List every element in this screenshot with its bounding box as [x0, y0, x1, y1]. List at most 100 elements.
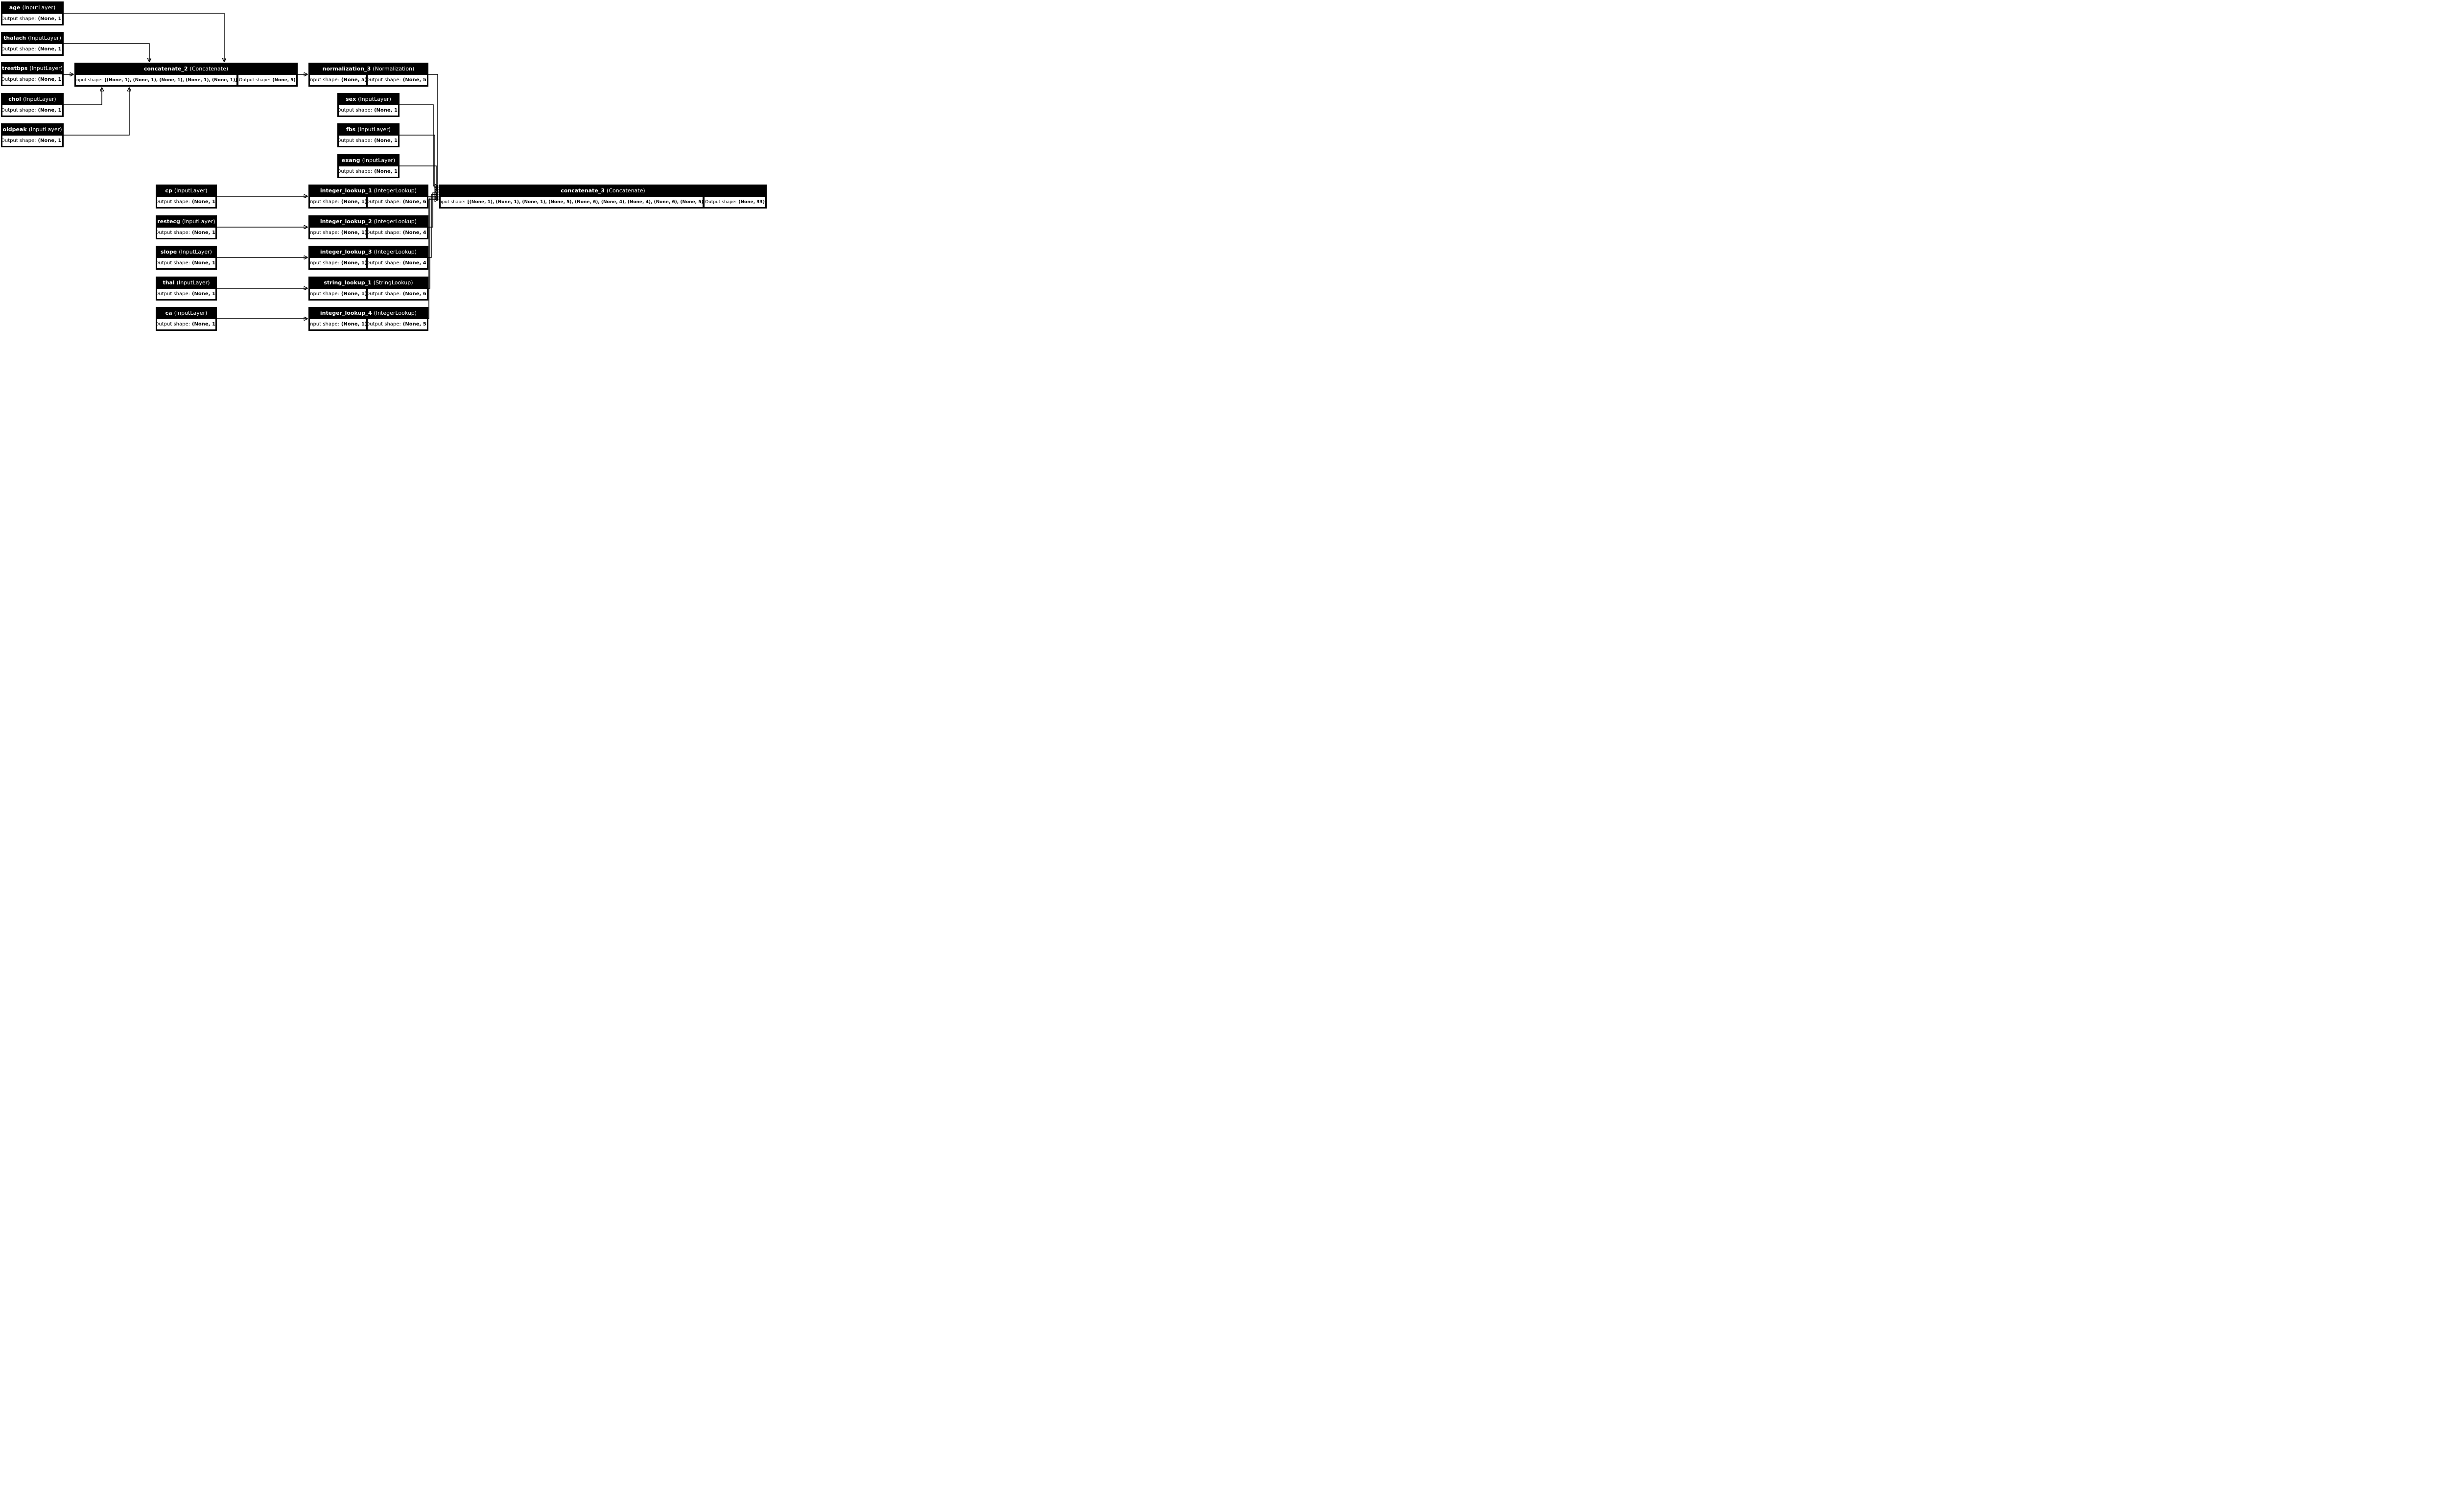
shape-label: Output shape:: [367, 322, 401, 327]
layer-type: (Normalization): [373, 65, 415, 72]
output-shape-cell: Output shape:(None, 4): [367, 257, 427, 269]
layer-type: (Concatenate): [607, 187, 645, 194]
node-integer_lookup_3: integer_lookup_3(IntegerLookup)Input sha…: [308, 246, 428, 270]
shape-value: (None, 5): [341, 77, 366, 83]
output-shape-cell: Output shape:(None, 1): [2, 74, 63, 85]
node-sex: sex(InputLayer) Output shape:(None, 1): [337, 93, 400, 117]
layer-title: oldpeak(InputLayer): [1, 123, 64, 135]
output-shape-cell: Output shape:(None, 1): [157, 257, 216, 269]
shape-label: Output shape:: [338, 108, 372, 113]
shape-row: Output shape:(None, 1): [157, 288, 216, 300]
layer-type: (InputLayer): [362, 157, 396, 163]
layer-name: concatenate_3: [561, 187, 605, 194]
shape-value: (None, 6): [402, 199, 427, 205]
shape-value: (None, 1): [191, 322, 216, 327]
layer-name: concatenate_2: [143, 65, 188, 72]
output-shape-cell: Output shape:(None, 1): [338, 135, 399, 146]
output-shape-cell: Output shape:(None, 33): [704, 196, 766, 208]
layer-title: concatenate_2(Concatenate): [74, 63, 298, 74]
shape-value: (None, 1): [374, 108, 399, 113]
layer-name: sex: [346, 95, 356, 102]
shape-value: (None, 1): [341, 230, 366, 235]
shape-value: (None, 1): [191, 199, 216, 205]
output-shape-cell: Output shape:(None, 1): [338, 105, 399, 116]
layer-name: integer_lookup_4: [320, 309, 372, 316]
input-shape-cell: Input shape:(None, 5): [309, 74, 366, 86]
node-string_lookup_1: string_lookup_1(StringLookup)Input shape…: [308, 277, 428, 301]
edge-chol-to-concatenate_2: [64, 88, 102, 105]
shape-value: (None, 1): [341, 199, 366, 205]
shape-row: Input shape:(None, 1)Output shape:(None,…: [309, 257, 427, 269]
output-shape-cell: Output shape:(None, 5): [367, 74, 427, 86]
shape-label: Input shape:: [309, 77, 339, 83]
layer-name: integer_lookup_2: [320, 218, 372, 225]
shape-value: (None, 1): [38, 77, 63, 82]
shape-row: Output shape:(None, 1): [338, 135, 399, 146]
layer-title: chol(InputLayer): [1, 93, 64, 105]
edge-thalach-to-concatenate_2: [64, 43, 149, 62]
layer-name: thalach: [3, 34, 26, 41]
shape-value: (None, 1): [38, 16, 63, 22]
shape-label: Output shape:: [157, 199, 190, 205]
shape-row: Input shape:[(None, 1), (None, 1), (None…: [75, 74, 297, 86]
layer-title: cp(InputLayer): [156, 185, 217, 196]
output-shape-cell: Output shape:(None, 1): [157, 196, 216, 208]
output-shape-cell: Output shape:(None, 1): [338, 166, 399, 177]
input-shape-cell: Input shape:(None, 1): [309, 319, 366, 330]
shape-value: (None, 1): [38, 108, 63, 113]
shape-value: [(None, 1), (None, 1), (None, 1), (None,…: [467, 199, 704, 205]
output-shape-cell: Output shape:(None, 6): [367, 196, 427, 208]
shape-label: Input shape:: [309, 230, 339, 235]
shape-value: (None, 6): [402, 291, 427, 297]
layer-type: (InputLayer): [179, 248, 212, 255]
shape-row: Output shape:(None, 1): [157, 319, 216, 330]
shape-row: Output shape:(None, 1): [338, 166, 399, 177]
layer-title: exang(InputLayer): [337, 154, 400, 166]
layer-title: string_lookup_1(StringLookup): [308, 277, 428, 288]
output-shape-cell: Output shape:(None, 1): [157, 227, 216, 238]
layer-name: oldpeak: [2, 126, 27, 133]
input-shape-cell: Input shape:[(None, 1), (None, 1), (None…: [440, 196, 704, 208]
shape-value: (None, 1): [374, 138, 399, 143]
shape-label: Output shape:: [338, 169, 372, 174]
layer-type: (InputLayer): [174, 187, 208, 194]
layer-type: (StringLookup): [373, 279, 413, 286]
layer-type: (InputLayer): [358, 95, 391, 102]
shape-label: Output shape:: [2, 16, 36, 22]
layer-name: restecg: [157, 218, 180, 225]
layer-title: normalization_3(Normalization): [308, 63, 428, 74]
shape-label: Output shape:: [157, 291, 190, 297]
layer-title: age(InputLayer): [1, 1, 64, 13]
shape-label: Input shape:: [440, 199, 466, 205]
layer-type: (InputLayer): [357, 126, 391, 133]
layer-title: thalach(InputLayer): [1, 32, 64, 44]
shape-row: Output shape:(None, 1): [157, 257, 216, 269]
input-shape-cell: Input shape:(None, 1): [309, 257, 366, 269]
layer-type: (InputLayer): [174, 309, 208, 316]
output-shape-cell: Output shape:(None, 4): [367, 227, 427, 238]
shape-label: Output shape:: [2, 138, 36, 143]
node-fbs: fbs(InputLayer)Output shape:(None, 1): [337, 123, 400, 147]
input-shape-cell: Input shape:(None, 1): [309, 288, 366, 300]
shape-value: (None, 4): [402, 260, 427, 266]
node-integer_lookup_1: integer_lookup_1(IntegerLookup)Input sha…: [308, 185, 428, 209]
layer-title: restecg(InputLayer): [156, 215, 217, 227]
output-shape-cell: Output shape:(None, 1): [2, 44, 63, 55]
shape-label: Output shape:: [367, 199, 401, 205]
shape-label: Output shape:: [2, 77, 36, 82]
shape-row: Input shape:(None, 1)Output shape:(None,…: [309, 288, 427, 300]
node-integer_lookup_2: integer_lookup_2(IntegerLookup)Input sha…: [308, 215, 428, 239]
layer-title: concatenate_3(Concatenate): [439, 185, 767, 196]
shape-row: Output shape:(None, 1): [2, 44, 63, 55]
shape-value: (None, 1): [191, 260, 216, 266]
output-shape-cell: Output shape:(None, 1): [157, 288, 216, 300]
edge-oldpeak-to-concatenate_2: [64, 88, 129, 136]
shape-value: (None, 5): [402, 77, 427, 83]
shape-row: Input shape:(None, 1)Output shape:(None,…: [309, 227, 427, 238]
input-shape-cell: Input shape:(None, 1): [309, 196, 366, 208]
node-ca: ca(InputLayer)Output shape:(None, 1): [156, 307, 217, 331]
node-exang: exang(InputLayer)Output shape:(None, 1): [337, 154, 400, 178]
output-shape-cell: Output shape:(None, 5): [237, 74, 297, 86]
shape-label: Output shape:: [2, 108, 36, 113]
shape-row: Input shape:(None, 5)Output shape:(None,…: [309, 74, 427, 86]
